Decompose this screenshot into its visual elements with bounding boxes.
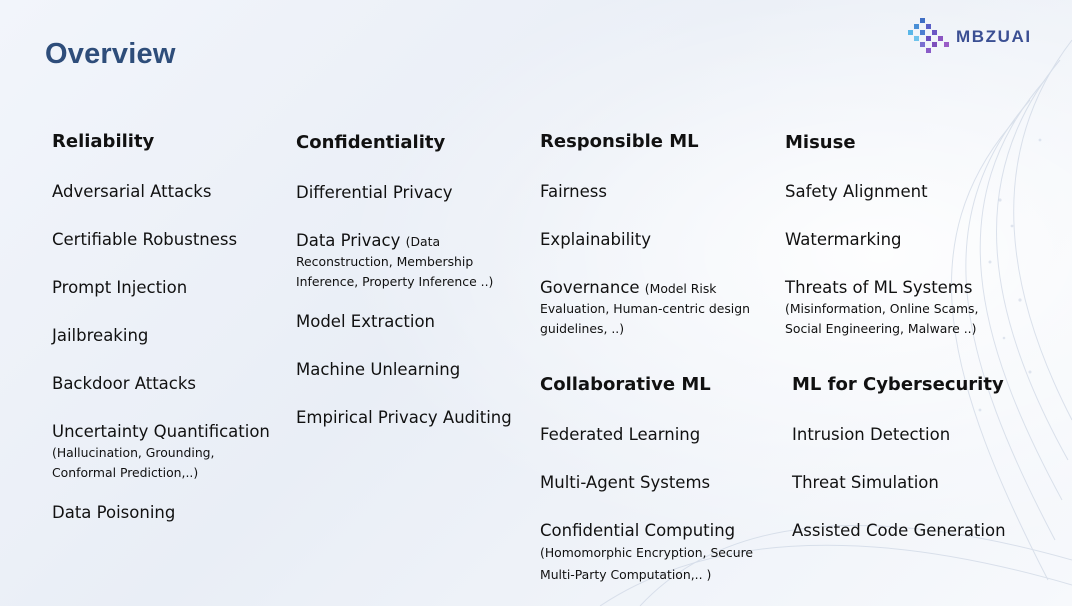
data-privacy-label: Data Privacy <box>296 231 401 250</box>
item-model-extraction: Model Extraction <box>296 312 436 331</box>
item-confidential-computing: Confidential Computing (Homomorphic Encr… <box>540 520 753 586</box>
responsible-ml-heading: Responsible ML <box>540 131 699 152</box>
item-fairness: Fairness <box>540 182 607 201</box>
item-threats-of-ml-systems: Threats of ML Systems (Misinformation, O… <box>785 277 978 339</box>
item-explainability: Explainability <box>540 230 651 249</box>
ml-for-cybersecurity-heading: ML for Cybersecurity <box>792 374 1004 395</box>
item-data-poisoning: Data Poisoning <box>52 503 176 522</box>
item-governance: Governance (Model Risk Evaluation, Human… <box>540 277 750 339</box>
confidential-computing-detail-line1: (Homomorphic Encryption, Secure <box>540 545 754 560</box>
item-intrusion-detection: Intrusion Detection <box>792 425 951 444</box>
item-machine-unlearning: Machine Unlearning <box>296 360 461 379</box>
mbzuai-logo-mark-icon <box>908 18 949 53</box>
data-privacy-detail-line2: Inference, Property Inference ..) <box>296 274 494 289</box>
item-uncertainty-quantification: Uncertainty Quantification (Hallucinatio… <box>52 421 270 483</box>
item-certifiable-robustness: Certifiable Robustness <box>52 230 238 249</box>
mbzuai-logo-text: MBZUAI <box>956 27 1032 46</box>
item-adversarial-attacks: Adversarial Attacks <box>52 182 212 201</box>
confidentiality-heading: Confidentiality <box>296 132 446 153</box>
governance-detail-line1: Evaluation, Human-centric design <box>540 301 750 316</box>
item-jailbreaking: Jailbreaking <box>52 326 149 345</box>
confidential-computing-label: Confidential Computing <box>540 521 736 540</box>
uncertainty-detail-line2: Conformal Prediction,..) <box>52 465 199 480</box>
item-watermarking: Watermarking <box>785 230 902 249</box>
data-privacy-detail-line0: (Data <box>405 234 441 249</box>
threats-detail-line2: Social Engineering, Malware ..) <box>785 321 977 336</box>
collaborative-ml-heading: Collaborative ML <box>540 374 711 395</box>
data-privacy-detail-line1: Reconstruction, Membership <box>296 254 474 269</box>
item-prompt-injection: Prompt Injection <box>52 278 188 297</box>
item-data-privacy: Data Privacy (Data Reconstruction, Membe… <box>296 230 493 292</box>
item-threat-simulation: Threat Simulation <box>792 473 939 492</box>
reliability-heading: Reliability <box>52 131 155 152</box>
item-multi-agent-systems: Multi-Agent Systems <box>540 473 711 492</box>
item-safety-alignment: Safety Alignment <box>785 182 928 201</box>
item-empirical-privacy-auditing: Empirical Privacy Auditing <box>296 408 512 427</box>
threats-label: Threats of ML Systems <box>785 278 973 297</box>
uncertainty-detail-line1: (Hallucination, Grounding, <box>52 445 215 460</box>
threats-detail-line1: (Misinformation, Online Scams, <box>785 301 979 316</box>
page-title: Overview <box>45 38 176 70</box>
governance-detail-line0: (Model Risk <box>644 281 717 296</box>
mbzuai-logo: MBZUAI <box>906 16 1030 56</box>
item-assisted-code-generation: Assisted Code Generation <box>792 521 1006 540</box>
uncertainty-label: Uncertainty Quantification <box>52 422 270 441</box>
item-backdoor-attacks: Backdoor Attacks <box>52 374 197 393</box>
governance-detail-line2: guidelines, ..) <box>540 321 625 336</box>
item-differential-privacy: Differential Privacy <box>296 183 453 202</box>
governance-label: Governance <box>540 278 640 297</box>
item-federated-learning: Federated Learning <box>540 425 701 444</box>
misuse-heading: Misuse <box>785 132 856 153</box>
confidential-computing-detail-line2: Multi-Party Computation,.. ) <box>540 567 712 582</box>
